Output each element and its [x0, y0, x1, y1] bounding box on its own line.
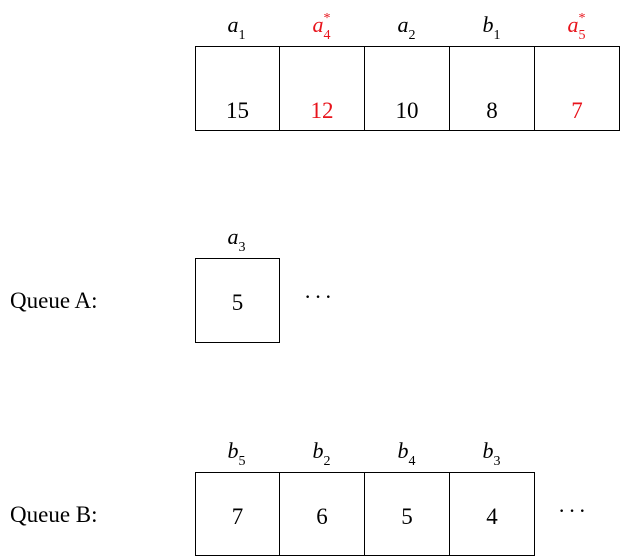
variable-index: 5: [578, 28, 586, 43]
variable-index: 1: [238, 28, 246, 43]
top-row-cell: 7: [534, 46, 620, 131]
top-row-cell: 10: [364, 46, 450, 131]
variable-letter: a: [312, 12, 324, 37]
variable-index: 1: [493, 28, 501, 43]
sub-superscript: 2: [409, 29, 418, 43]
queue-b-label: Queue B:: [10, 502, 98, 527]
sub-superscript: 1: [239, 29, 248, 43]
variable-letter: a: [227, 12, 239, 37]
cell-value: 5: [401, 504, 413, 529]
top-row-cell: 12: [279, 46, 365, 131]
sub-superscript: 3: [239, 241, 248, 255]
variable-index: 3: [493, 454, 501, 469]
variable-letter: a: [227, 224, 239, 249]
queue-b-cell: 4: [449, 472, 535, 556]
variable-letter: b: [227, 438, 239, 463]
variable-index: 2: [408, 28, 416, 43]
variable-letter: b: [397, 438, 409, 463]
star-marker: *: [578, 11, 586, 26]
sub-superscript: 4: [409, 455, 418, 469]
variable-index: 4: [323, 28, 331, 43]
variable-letter: b: [482, 438, 494, 463]
variable-letter: a: [567, 12, 579, 37]
star-marker: *: [323, 11, 331, 26]
queue-b-cell: 6: [279, 472, 365, 556]
cell-value: 5: [231, 290, 244, 315]
cell-value: 4: [486, 504, 498, 529]
top-row-cell: 15: [195, 46, 280, 131]
sub-superscript: 5*: [579, 12, 588, 43]
variable-index: 2: [323, 454, 331, 469]
cell-value: 6: [316, 504, 328, 529]
queue-b-cell: 5: [364, 472, 450, 556]
cell-value: 7: [231, 504, 244, 529]
sub-superscript: 2: [324, 455, 333, 469]
queue-a-cell: 5: [195, 258, 280, 343]
top-row-cell: 8: [449, 46, 535, 131]
queue-a-ellipsis: ···: [304, 284, 335, 309]
variable-letter: b: [312, 438, 324, 463]
queue-b-ellipsis: ···: [558, 498, 589, 523]
cell-value: 7: [571, 98, 583, 123]
cell-value: 12: [310, 98, 334, 123]
queue-a-label: Queue A:: [10, 288, 98, 313]
queue-b-cell: 7: [195, 472, 280, 556]
variable-index: 4: [408, 454, 416, 469]
sub-superscript: 5: [239, 455, 248, 469]
cell-value: 15: [226, 98, 249, 123]
cell-value: 10: [395, 98, 419, 123]
sub-superscript: 1: [494, 29, 503, 43]
cell-value: 8: [486, 98, 498, 123]
variable-letter: a: [397, 12, 409, 37]
variable-letter: b: [482, 12, 494, 37]
sub-superscript: 3: [494, 455, 503, 469]
variable-index: 5: [238, 454, 246, 469]
sub-superscript: 4*: [324, 12, 333, 43]
variable-index: 3: [238, 240, 246, 255]
